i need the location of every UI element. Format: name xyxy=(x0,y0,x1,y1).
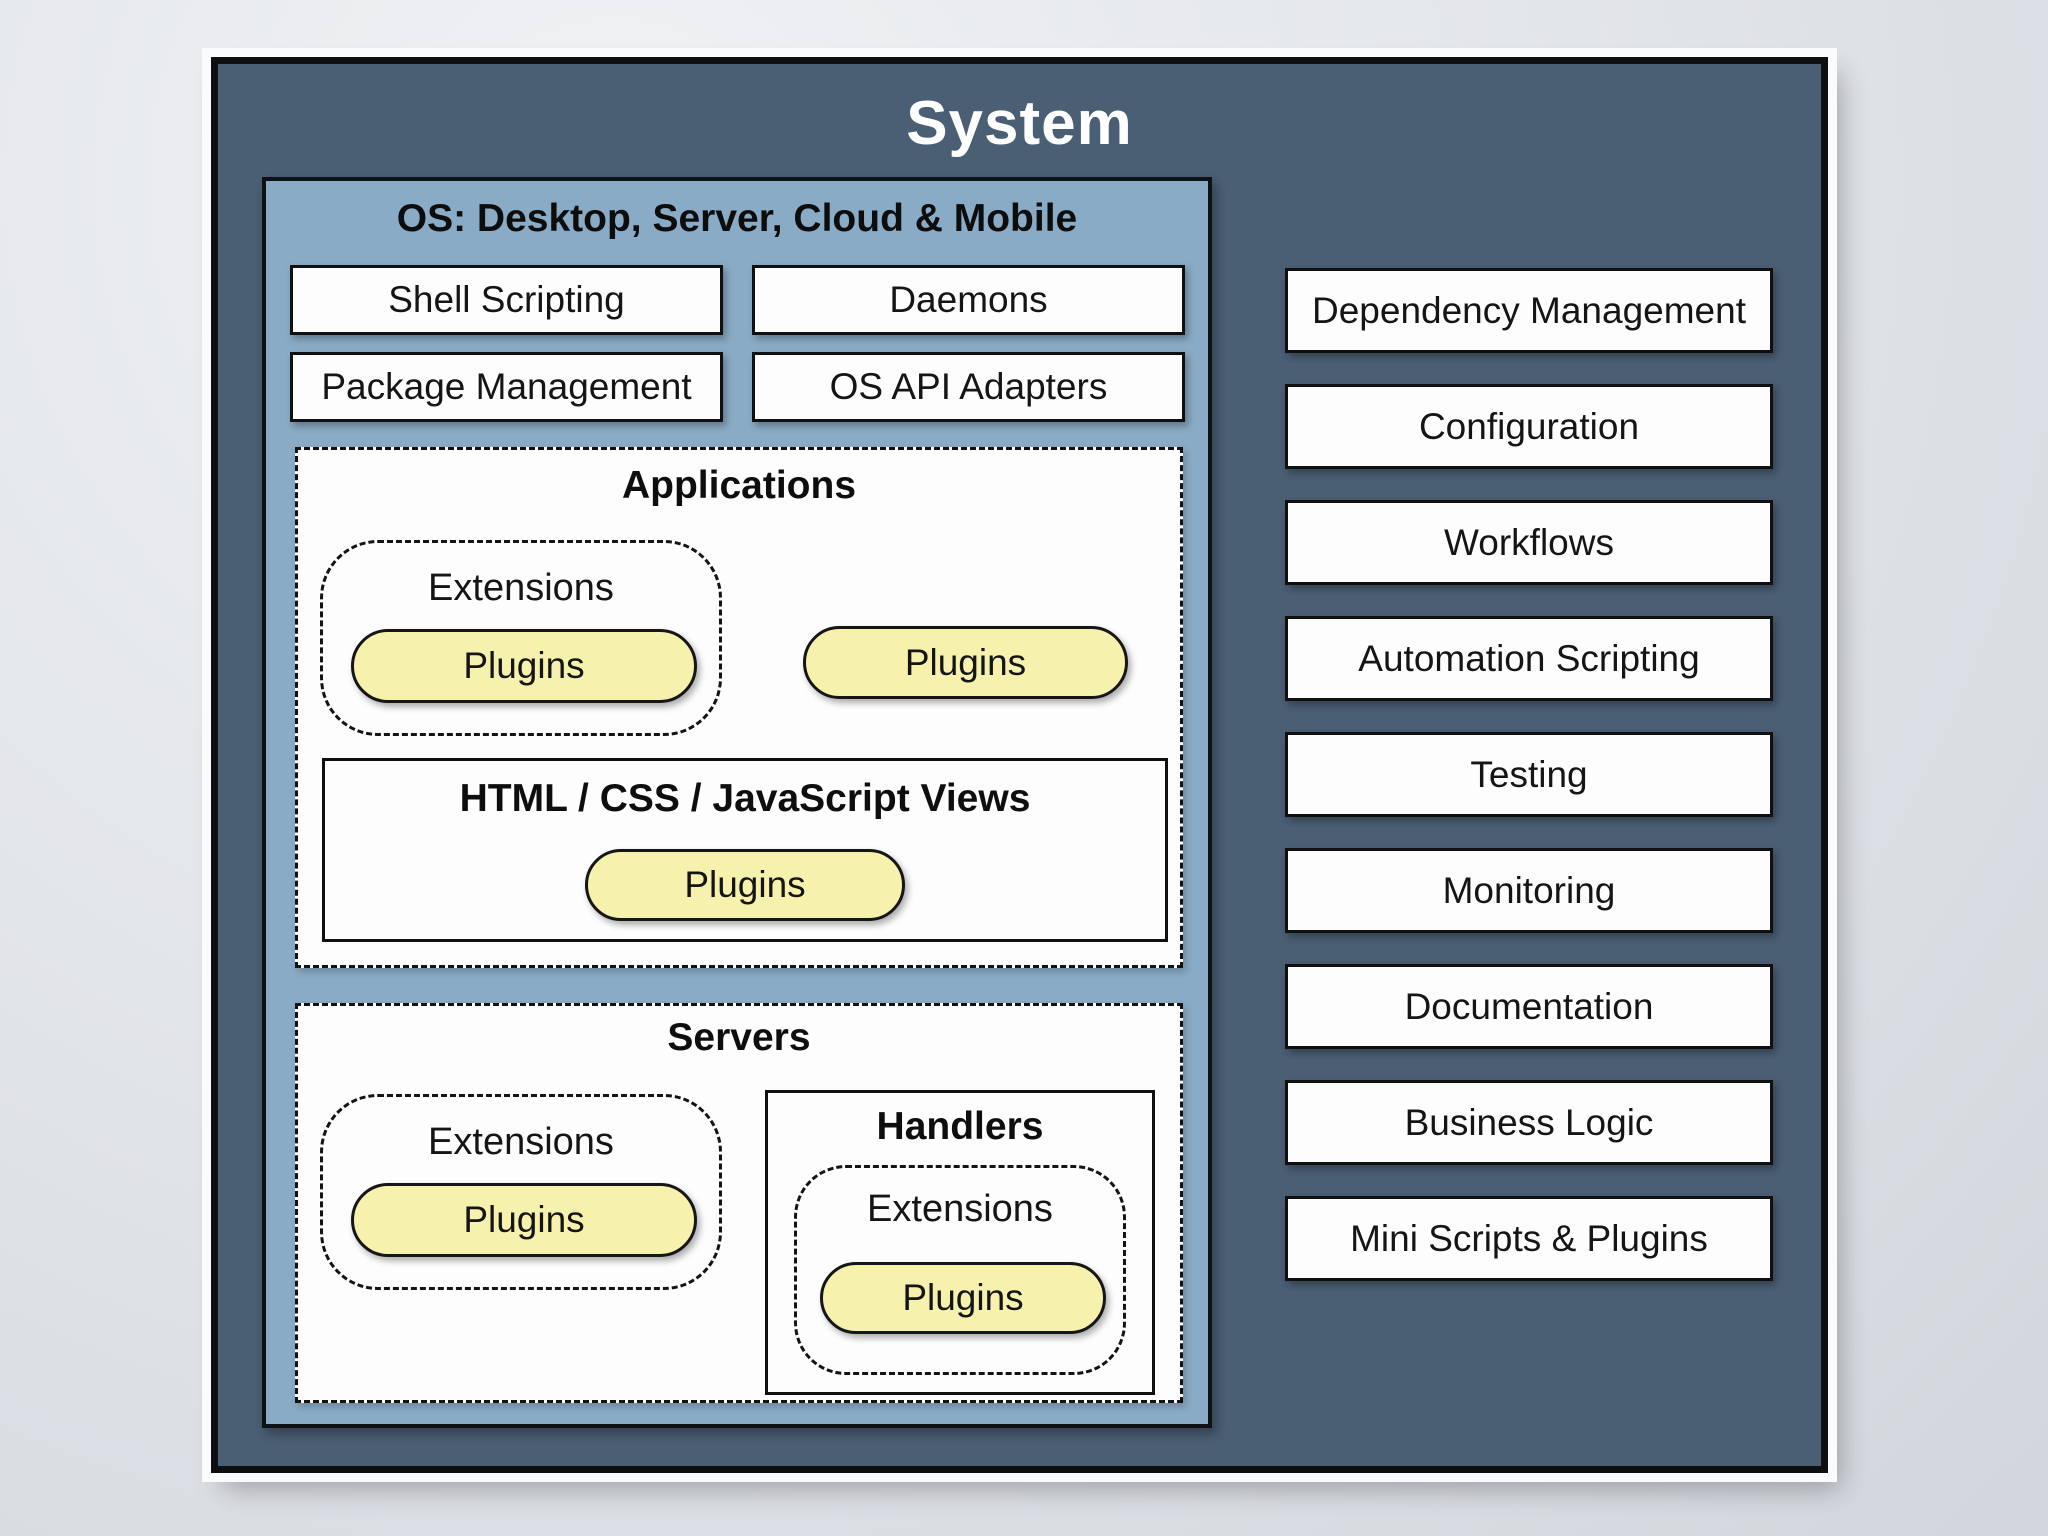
applications-plugins-pill: Plugins xyxy=(803,626,1128,699)
views-box: HTML / CSS / JavaScript Views Plugins xyxy=(322,758,1168,942)
applications-extensions-box: Extensions Plugins xyxy=(320,540,722,736)
box-package-management: Package Management xyxy=(290,352,723,422)
box-daemons: Daemons xyxy=(752,265,1185,335)
handlers-extensions-label: Extensions xyxy=(867,1188,1053,1230)
servers-title: Servers xyxy=(667,1016,811,1059)
applications-extensions-plugins-pill: Plugins xyxy=(351,629,697,703)
right-box-automation-scripting: Automation Scripting xyxy=(1285,616,1773,701)
servers-box: Servers Extensions Plugins Handlers Exte… xyxy=(295,1003,1183,1403)
right-box-testing: Testing xyxy=(1285,732,1773,817)
right-box-monitoring: Monitoring xyxy=(1285,848,1773,933)
right-box-business-logic: Business Logic xyxy=(1285,1080,1773,1165)
handlers-title: Handlers xyxy=(876,1105,1044,1148)
servers-extensions-plugins-pill: Plugins xyxy=(351,1183,697,1257)
handlers-extensions-plugins-pill: Plugins xyxy=(820,1262,1106,1334)
system-panel: System OS: Desktop, Server, Cloud & Mobi… xyxy=(211,57,1828,1473)
handlers-box: Handlers Extensions Plugins xyxy=(765,1090,1155,1395)
right-box-dependency-management: Dependency Management xyxy=(1285,268,1773,353)
os-panel: OS: Desktop, Server, Cloud & Mobile Shel… xyxy=(262,177,1212,1428)
servers-extensions-box: Extensions Plugins xyxy=(320,1094,722,1290)
system-title: System xyxy=(906,89,1133,158)
right-box-mini-scripts-plugins: Mini Scripts & Plugins xyxy=(1285,1196,1773,1281)
right-box-workflows: Workflows xyxy=(1285,500,1773,585)
box-shell-scripting: Shell Scripting xyxy=(290,265,723,335)
views-title: HTML / CSS / JavaScript Views xyxy=(459,777,1031,820)
servers-extensions-label: Extensions xyxy=(428,1121,614,1163)
right-box-configuration: Configuration xyxy=(1285,384,1773,469)
os-panel-header: OS: Desktop, Server, Cloud & Mobile xyxy=(396,197,1078,240)
right-box-documentation: Documentation xyxy=(1285,964,1773,1049)
handlers-extensions-box: Extensions Plugins xyxy=(794,1165,1126,1375)
applications-extensions-label: Extensions xyxy=(428,567,614,609)
box-os-api-adapters: OS API Adapters xyxy=(752,352,1185,422)
applications-box: Applications Extensions Plugins Plugins … xyxy=(295,447,1183,968)
views-plugins-pill: Plugins xyxy=(585,849,905,921)
applications-title: Applications xyxy=(621,464,857,507)
